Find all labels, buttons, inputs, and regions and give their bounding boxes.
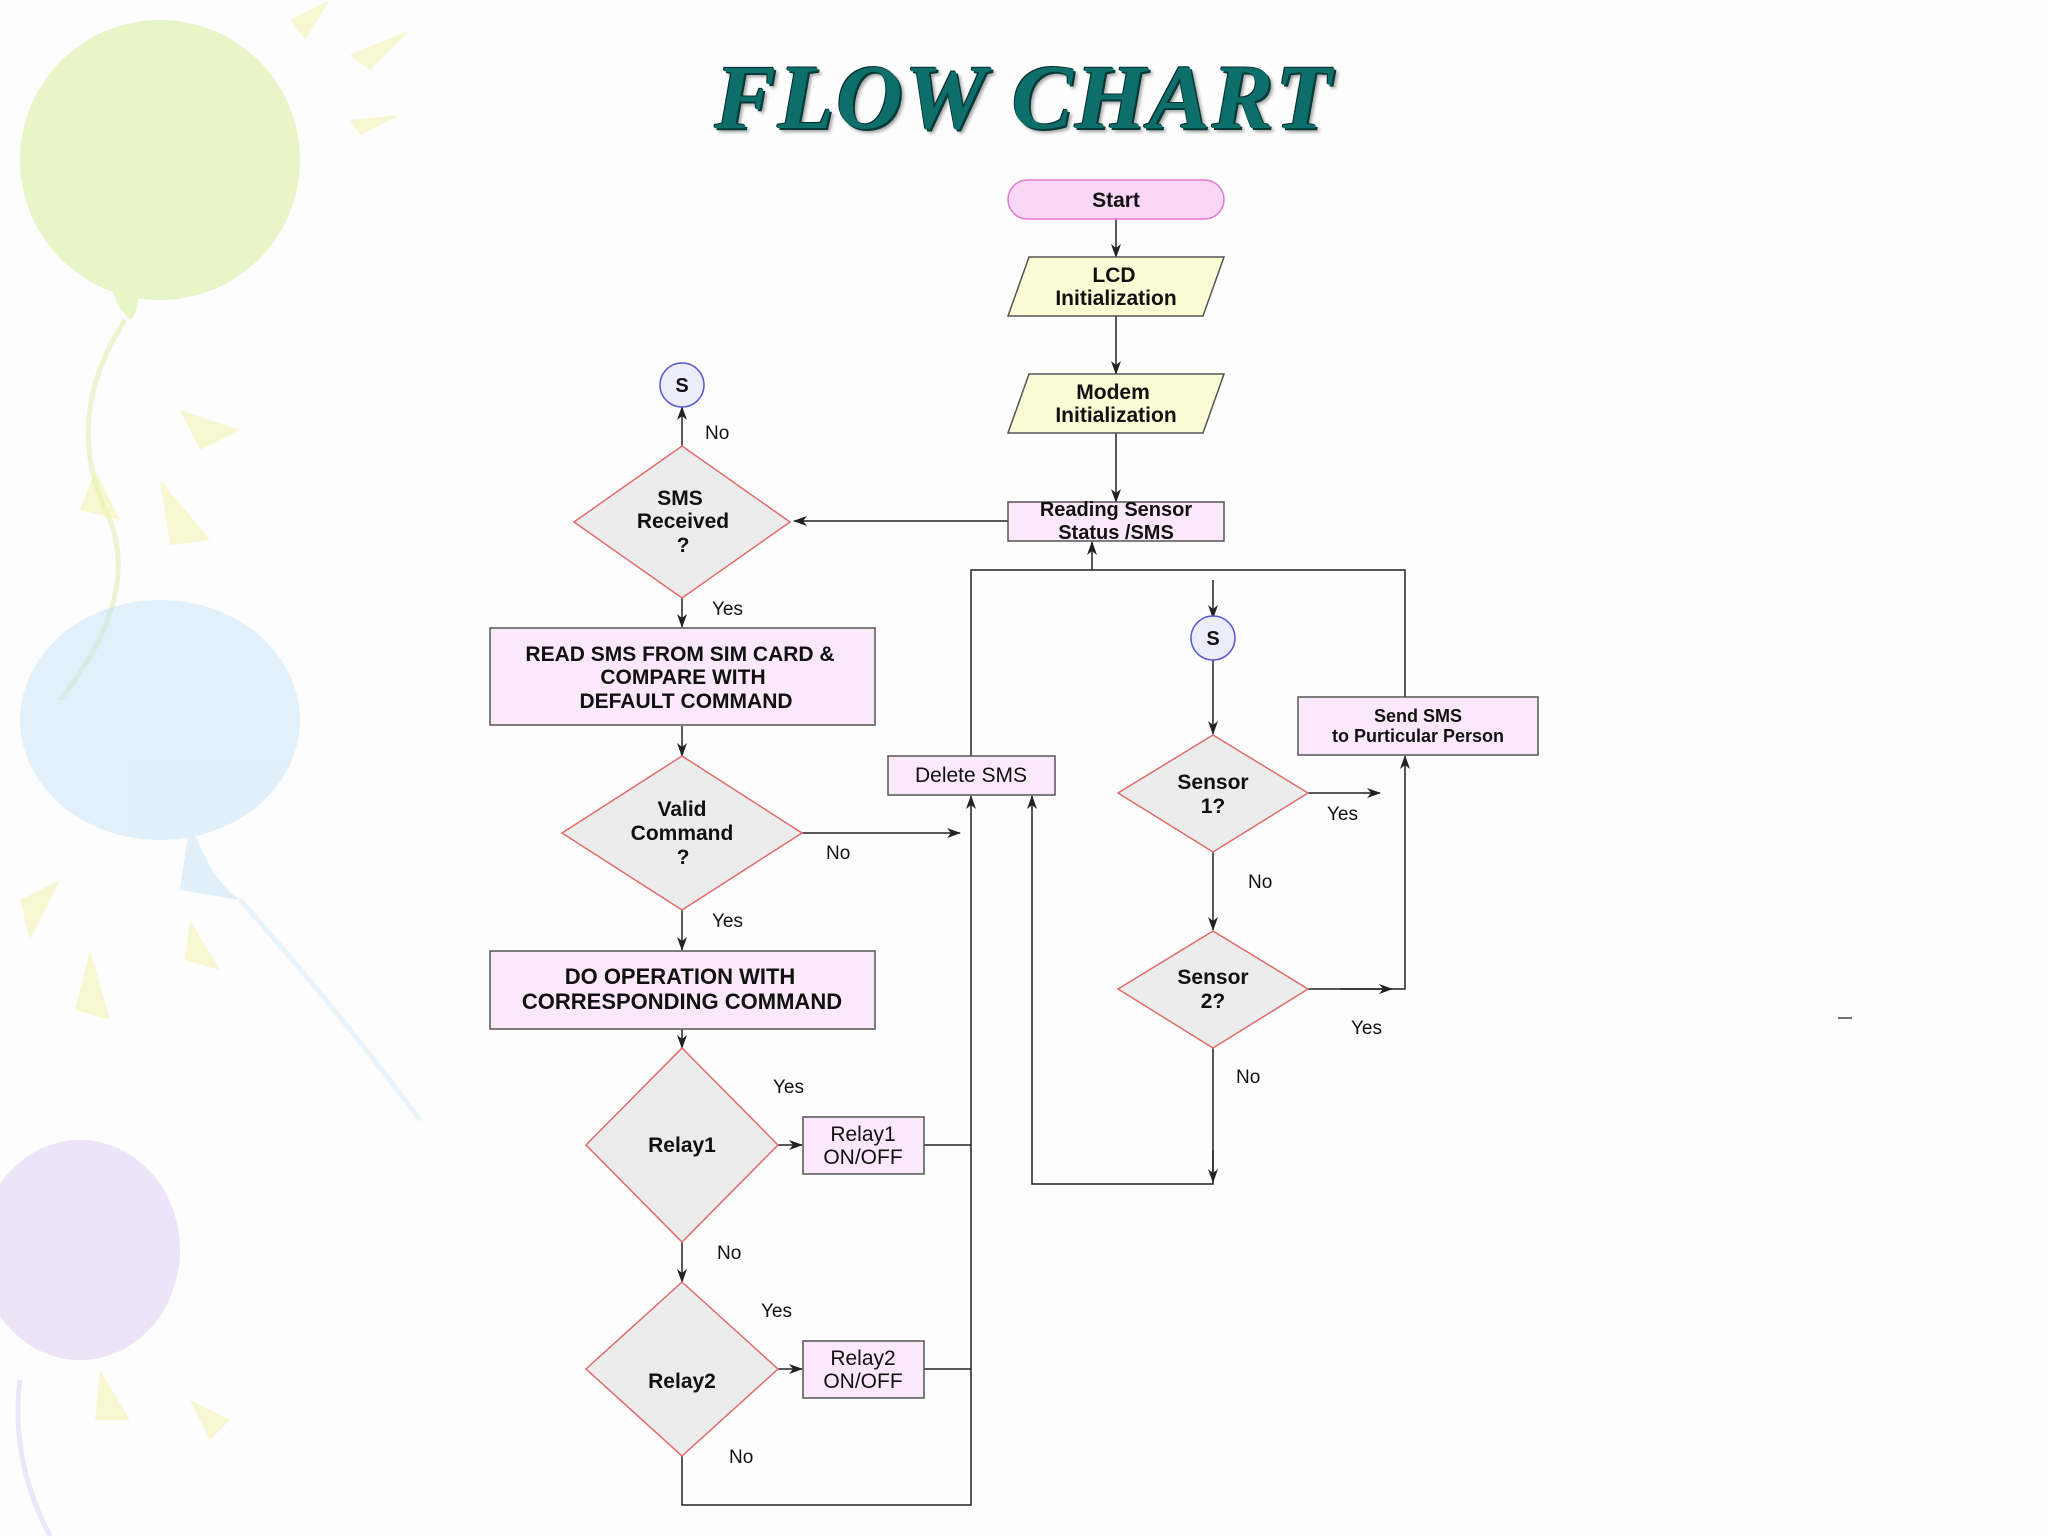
edge-relay2-no-bus xyxy=(681,795,976,1506)
label-sensor2-yes: Yes xyxy=(1351,1018,1382,1039)
sms-received-decision: SMS Received ? xyxy=(572,445,792,599)
send-sms-process: Send SMS to Purticular Person xyxy=(1297,696,1539,756)
relay1-onoff-process: Relay1 ON/OFF xyxy=(802,1116,925,1175)
relay2-onoff-process: Relay2 ON/OFF xyxy=(802,1340,925,1399)
sensor2-decision: Sensor 2? xyxy=(1116,930,1310,1049)
modem-init-node: Modem Initialization xyxy=(1006,373,1226,434)
connector-top-node: S xyxy=(659,362,705,408)
do-operation-process: DO OPERATION WITH CORRESPONDING COMMAND xyxy=(489,950,876,1030)
read-sms-line2: COMPARE WITH xyxy=(600,666,765,689)
lcd-init-line1: LCD xyxy=(1092,264,1135,287)
valid-command-line3: ? xyxy=(677,846,690,869)
do-operation-line2: CORRESPONDING COMMAND xyxy=(522,989,842,1014)
relay2-onoff-line1: Relay2 xyxy=(830,1347,895,1370)
label-relay1-no: No xyxy=(717,1243,741,1264)
valid-command-line1: Valid xyxy=(657,798,706,821)
sun-rays-icon xyxy=(20,0,410,1440)
read-sms-line3: DEFAULT COMMAND xyxy=(579,690,792,713)
relay2-onoff-line2: ON/OFF xyxy=(823,1370,902,1393)
edge-delete-to-reading xyxy=(970,569,1406,756)
connector-lines xyxy=(677,219,1410,1506)
sensor1-line2: 1? xyxy=(1201,795,1226,818)
purple-balloon-icon xyxy=(0,1140,180,1536)
modem-init-line2: Initialization xyxy=(1055,404,1176,427)
label-sms-yes: Yes xyxy=(712,599,743,620)
label-relay2-yes: Yes xyxy=(761,1301,792,1322)
edge-sensor2-no-bus xyxy=(1027,795,1214,1185)
reading-sensor-line2: Status /SMS xyxy=(1058,522,1174,544)
label-sensor1-no: No xyxy=(1248,872,1272,893)
reading-sensor-line1: Reading Sensor xyxy=(1040,499,1192,521)
valid-command-decision: Valid Command ? xyxy=(560,755,804,911)
label-relay2-no: No xyxy=(729,1447,753,1468)
label-valid-yes: Yes xyxy=(712,911,743,932)
send-sms-line2: to Purticular Person xyxy=(1332,726,1504,746)
sms-received-line1: SMS xyxy=(657,487,703,510)
relay2-label: Relay2 xyxy=(648,1370,716,1393)
do-operation-line1: DO OPERATION WITH xyxy=(565,964,796,989)
label-relay1-yes: Yes xyxy=(773,1077,804,1098)
label-valid-no: No xyxy=(826,843,850,864)
label-sensor2-no: No xyxy=(1236,1067,1260,1088)
reading-sensor-node: Reading Sensor Status /SMS xyxy=(1007,499,1225,544)
sensor1-decision: Sensor 1? xyxy=(1116,734,1310,853)
read-sms-line1: READ SMS FROM SIM CARD & xyxy=(525,643,834,666)
start-label: Start xyxy=(1092,189,1140,212)
lcd-init-line2: Initialization xyxy=(1055,287,1176,310)
sensor2-line2: 2? xyxy=(1201,990,1226,1013)
page-title: FLOW CHART xyxy=(714,46,1334,148)
blue-balloon-icon xyxy=(20,600,422,1122)
connector-right-label: S xyxy=(1206,628,1219,650)
relay1-decision: Relay1 xyxy=(584,1046,780,1244)
delete-sms-label: Delete SMS xyxy=(915,764,1027,787)
send-sms-line1: Send SMS xyxy=(1374,706,1462,726)
sms-received-line3: ? xyxy=(677,534,690,557)
sensor2-line1: Sensor xyxy=(1177,966,1248,989)
connector-right-node: S xyxy=(1190,615,1236,661)
edge-sensor2-yes xyxy=(1308,755,1410,990)
green-balloon-icon xyxy=(20,20,300,702)
lcd-init-node: LCD Initialization xyxy=(1006,256,1226,317)
delete-sms-process: Delete SMS xyxy=(887,755,1056,796)
relay1-onoff-line2: ON/OFF xyxy=(823,1146,902,1169)
relay2-decision: Relay2 xyxy=(584,1280,780,1458)
sms-received-line2: Received xyxy=(637,510,729,533)
relay1-label: Relay1 xyxy=(648,1134,716,1157)
connector-top-label: S xyxy=(675,375,688,397)
modem-init-line1: Modem xyxy=(1076,381,1150,404)
label-sms-no: No xyxy=(705,423,729,444)
sensor1-line1: Sensor xyxy=(1177,771,1248,794)
relay1-onoff-line1: Relay1 xyxy=(830,1123,895,1146)
label-sensor1-yes: Yes xyxy=(1327,804,1358,825)
read-sms-process: READ SMS FROM SIM CARD & COMPARE WITH DE… xyxy=(489,627,876,726)
valid-command-line2: Command xyxy=(631,822,734,845)
start-node: Start xyxy=(1007,179,1225,220)
edge-labels: No Yes No Yes Yes No Yes No Yes No Yes N… xyxy=(705,423,1382,1468)
